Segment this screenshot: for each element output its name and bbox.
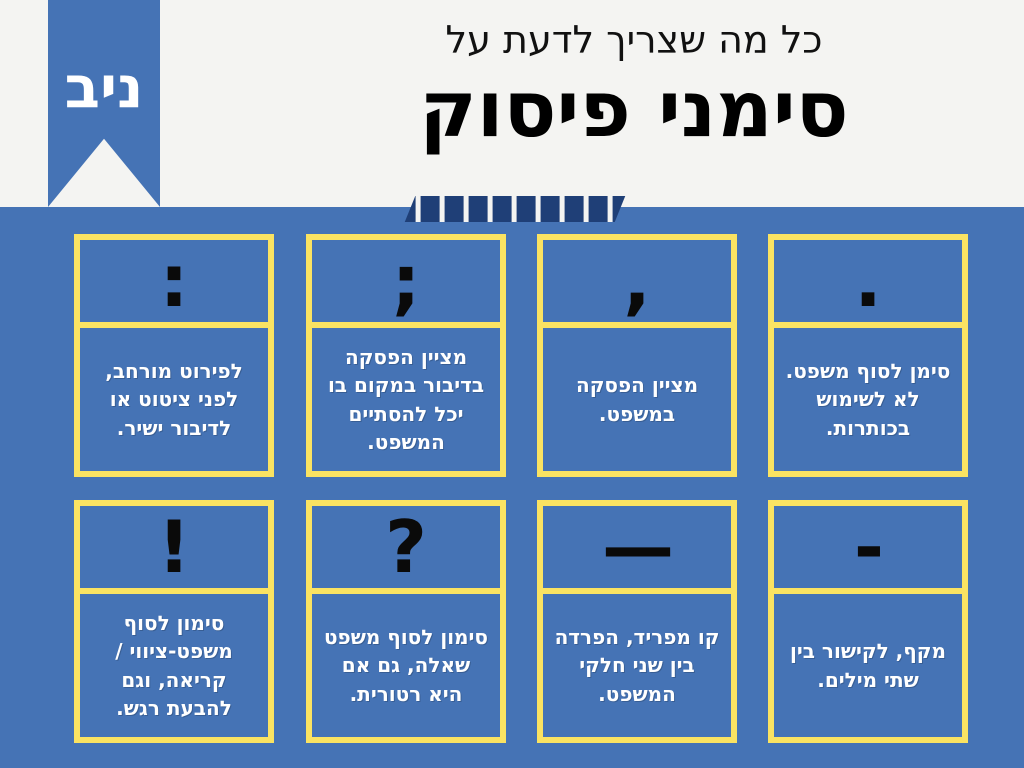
glyph-panel: . xyxy=(774,240,962,328)
page-title: סימני פיסוק xyxy=(419,65,849,155)
question-mark-icon: ? xyxy=(385,505,427,589)
description-panel: סימן לסוף משפט. לא לשימוש בכותרות. xyxy=(774,328,962,471)
description-panel: מקף, לקישור בין שתי מילים. xyxy=(774,594,962,737)
punctuation-card[interactable]: — קו מפריד, הפרדה בין שני חלקי המשפט. xyxy=(537,500,737,743)
punctuation-card[interactable]: ? סימון לסוף משפט שאלה, גם אם היא רטורית… xyxy=(306,500,506,743)
punctuation-card[interactable]: - מקף, לקישור בין שתי מילים. xyxy=(768,500,968,743)
glyph-panel: ! xyxy=(80,506,268,594)
colon-icon: : xyxy=(159,239,189,323)
period-icon: . xyxy=(854,239,882,323)
punctuation-card[interactable]: , מציין הפסקה במשפט. xyxy=(537,234,737,477)
card-description: לפירוט מורחב, לפני ציטוט או לדיבור ישיר. xyxy=(105,358,243,440)
description-panel: מציין הפסקה בדיבור במקום בו יכל להסתיים … xyxy=(312,328,500,471)
glyph-panel: ; xyxy=(312,240,500,328)
em-dash-icon: — xyxy=(602,505,674,589)
header-text-block: כל מה שצריך לדעת על סימני פיסוק xyxy=(244,0,1024,207)
punctuation-card[interactable]: : לפירוט מורחב, לפני ציטוט או לדיבור ישי… xyxy=(74,234,274,477)
glyph-panel: ? xyxy=(312,506,500,594)
ribbon-label: ניב xyxy=(64,53,144,121)
header-subtitle: כל מה שצריך לדעת על xyxy=(445,18,823,62)
description-panel: קו מפריד, הפרדה בין שני חלקי המשפט. xyxy=(543,594,731,737)
glyph-panel: — xyxy=(543,506,731,594)
punctuation-card-grid: : לפירוט מורחב, לפני ציטוט או לדיבור ישי… xyxy=(0,207,1024,768)
card-description: סימון לסוף משפט-ציווי / קריאה, וגם להבעת… xyxy=(115,610,233,720)
hyphen-icon: - xyxy=(854,505,884,589)
card-description: מקף, לקישור בין שתי מילים. xyxy=(790,639,946,692)
description-panel: מציין הפסקה במשפט. xyxy=(543,328,731,471)
comma-icon: , xyxy=(623,239,651,323)
description-panel: סימון לסוף משפט-ציווי / קריאה, וגם להבעת… xyxy=(80,594,268,737)
header-band: כל מה שצריך לדעת על סימני פיסוק xyxy=(0,0,1024,207)
description-panel: סימון לסוף משפט שאלה, גם אם היא רטורית. xyxy=(312,594,500,737)
striped-decoration xyxy=(404,196,626,222)
glyph-panel: : xyxy=(80,240,268,328)
punctuation-card[interactable]: . סימן לסוף משפט. לא לשימוש בכותרות. xyxy=(768,234,968,477)
card-description: מציין הפסקה בדיבור במקום בו יכל להסתיים … xyxy=(327,344,485,454)
card-description: קו מפריד, הפרדה בין שני חלקי המשפט. xyxy=(554,624,720,706)
exclamation-mark-icon: ! xyxy=(157,505,191,589)
card-description: מציין הפסקה במשפט. xyxy=(575,373,699,426)
brand-ribbon: ניב xyxy=(48,0,160,207)
card-description: סימן לסוף משפט. לא לשימוש בכותרות. xyxy=(785,358,951,440)
punctuation-card[interactable]: ! סימון לסוף משפט-ציווי / קריאה, וגם להב… xyxy=(74,500,274,743)
glyph-panel: , xyxy=(543,240,731,328)
glyph-panel: - xyxy=(774,506,962,594)
description-panel: לפירוט מורחב, לפני ציטוט או לדיבור ישיר. xyxy=(80,328,268,471)
punctuation-card[interactable]: ; מציין הפסקה בדיבור במקום בו יכל להסתיי… xyxy=(306,234,506,477)
card-description: סימון לסוף משפט שאלה, גם אם היא רטורית. xyxy=(323,624,489,706)
semicolon-icon: ; xyxy=(391,239,421,323)
